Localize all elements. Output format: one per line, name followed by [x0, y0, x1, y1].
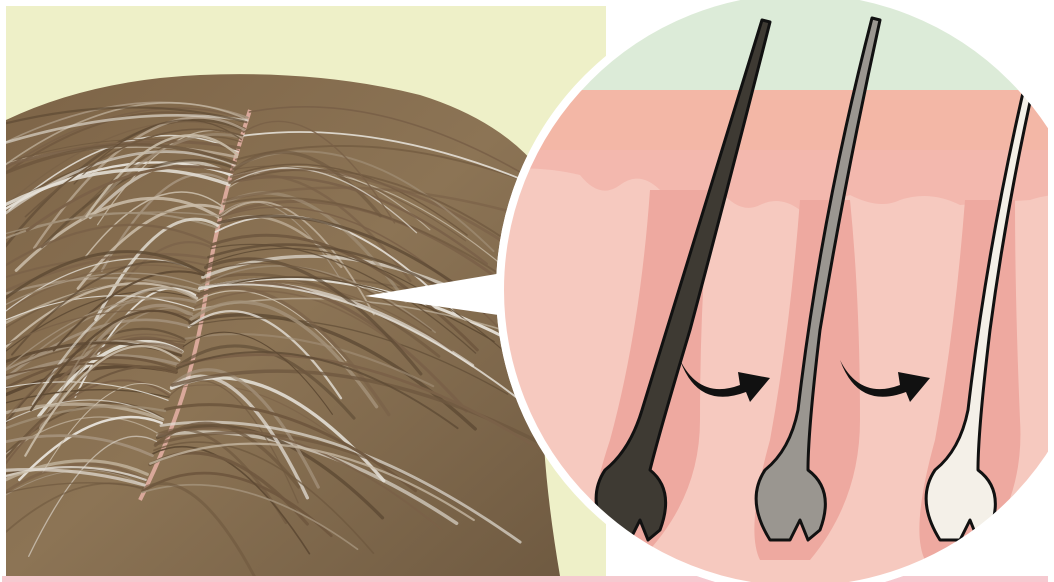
- right-margin: [1048, 0, 1054, 582]
- skin-surface-layer: [490, 90, 1054, 150]
